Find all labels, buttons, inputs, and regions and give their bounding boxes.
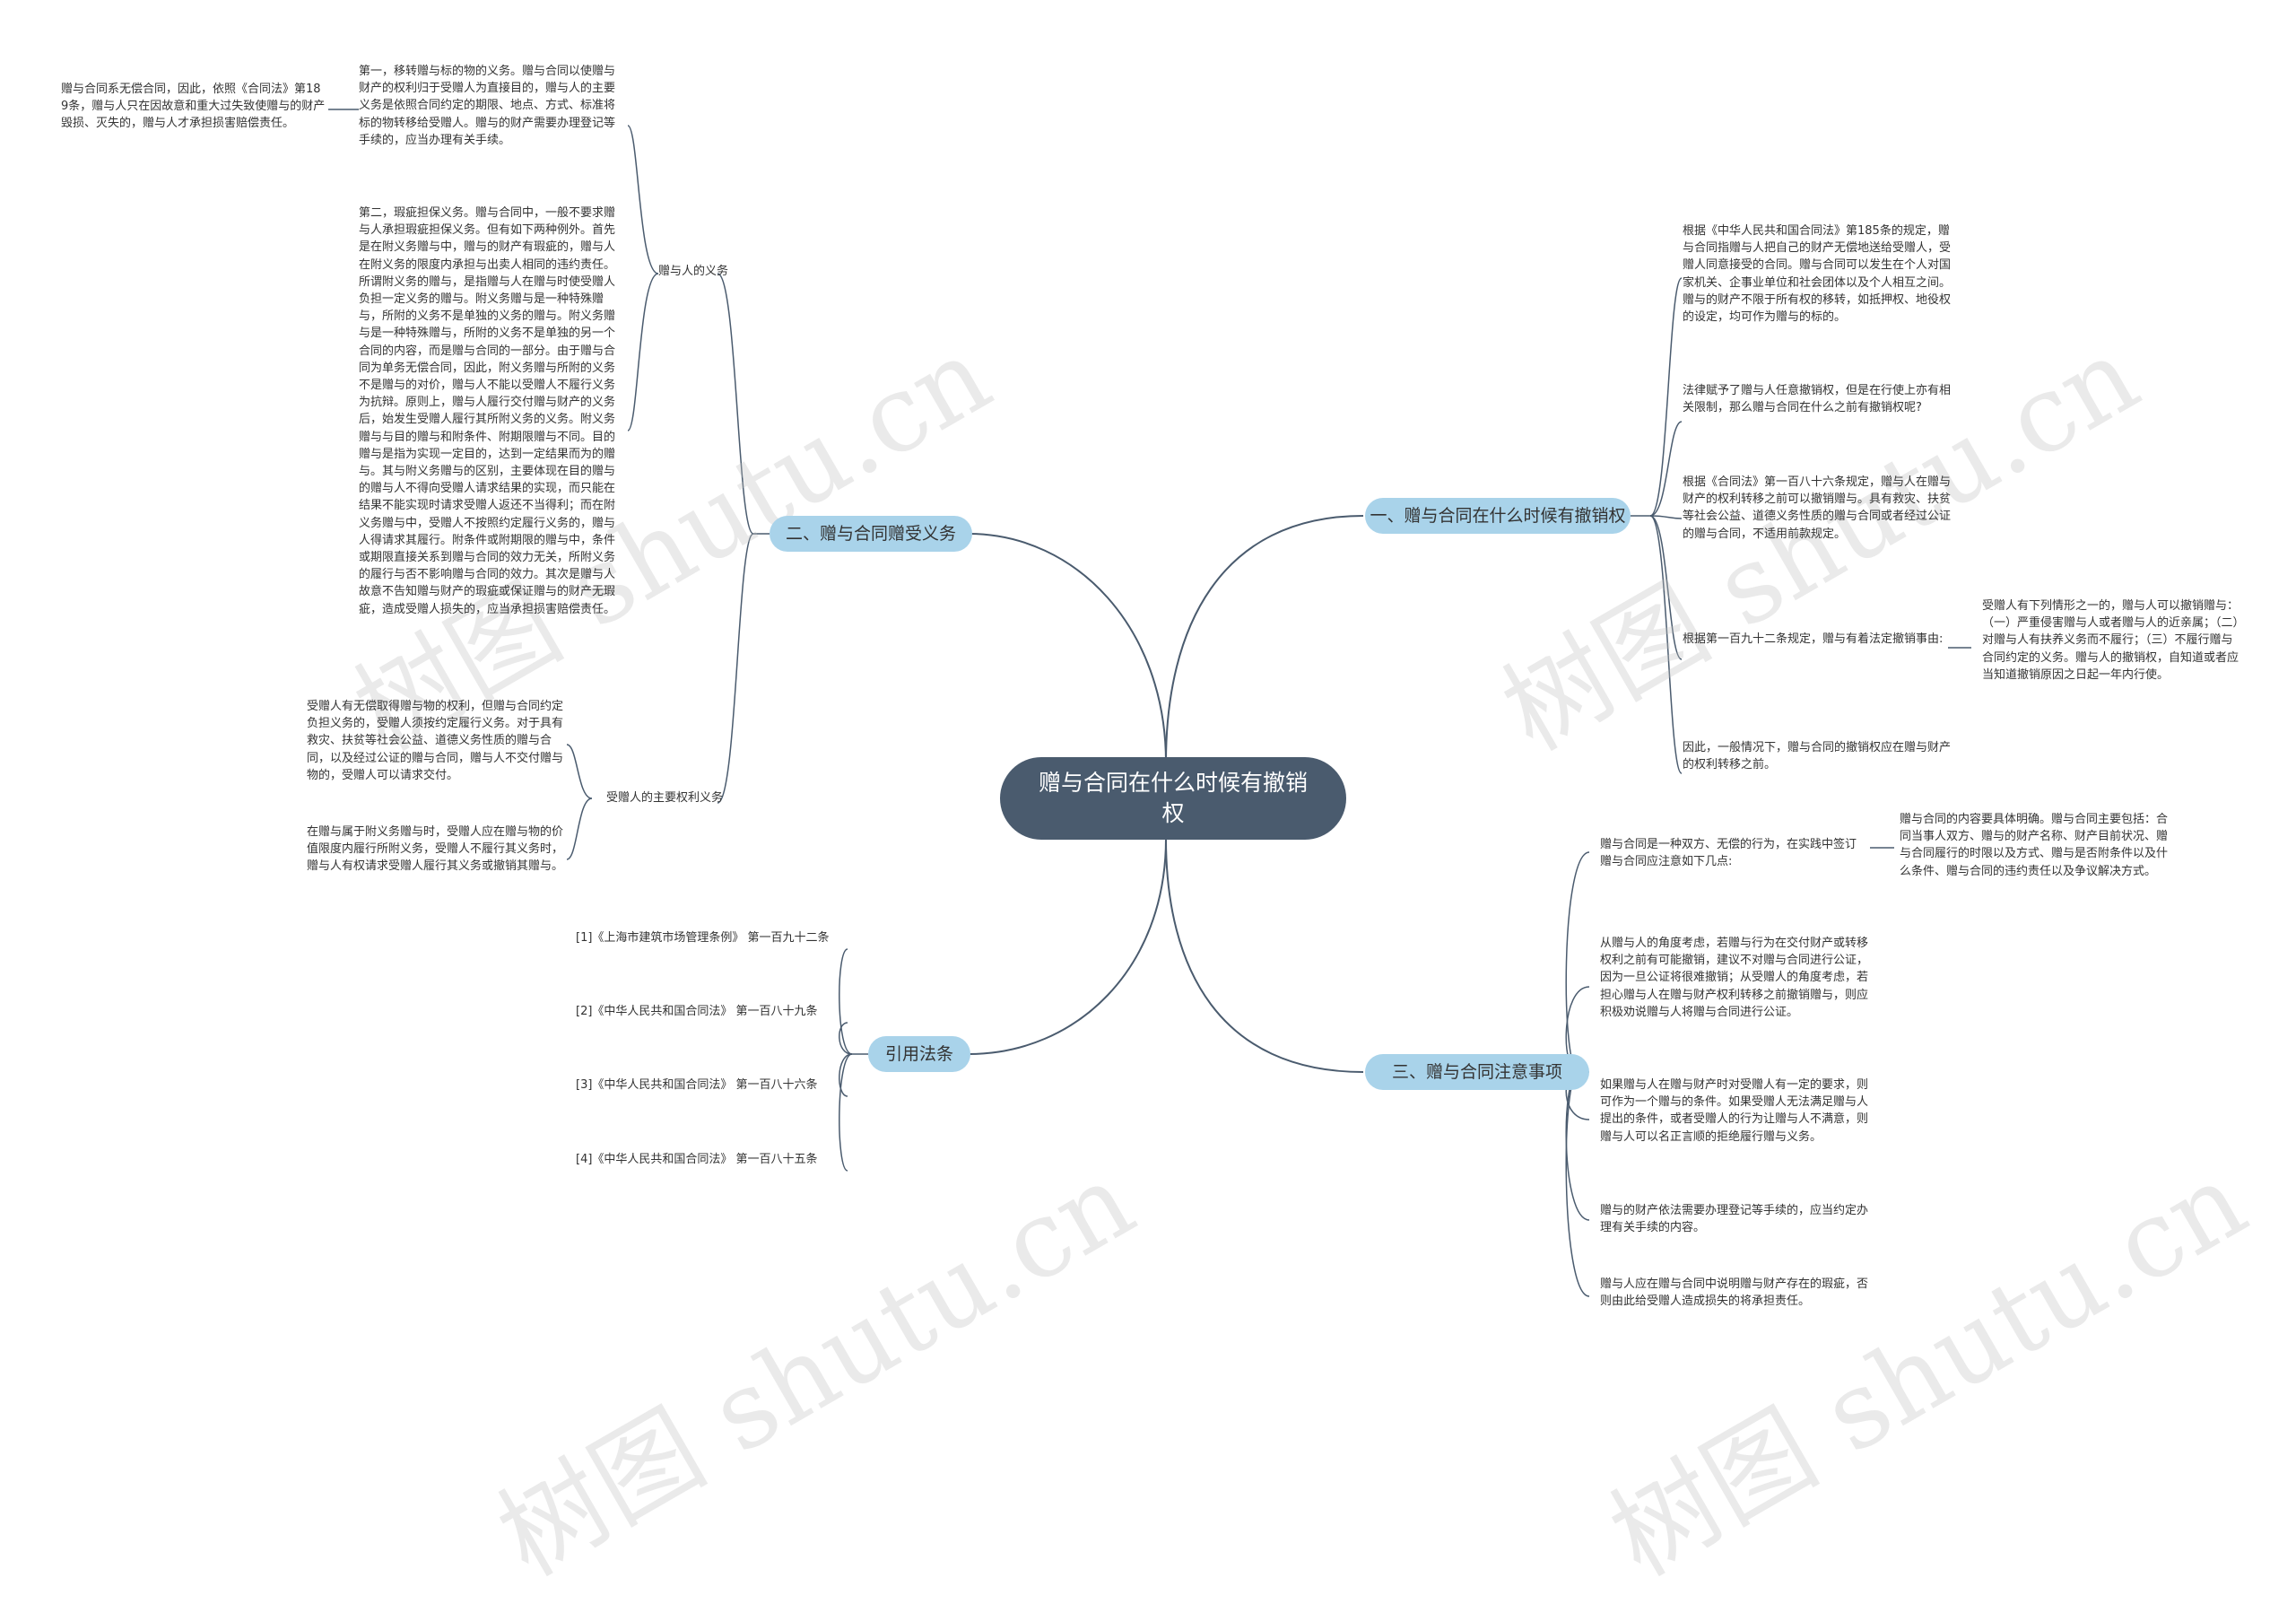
connector-lines	[328, 109, 1971, 1297]
law-ref-3[interactable]: [3]《中华人民共和国合同法》 第一百八十六条	[576, 1078, 818, 1092]
donee-right-item-2: 在赠与属于附义务赠与时，受赠人应在赠与物的价值限度内履行所附义务，受赠人不履行其…	[307, 825, 564, 874]
b1-item-question: 法律赋予了赠与人任意撤销权，但是在行使上亦有相关限制，那么赠与合同在什么之前有撤…	[1683, 384, 1952, 415]
b3-item-intro: 赠与合同是一种双方、无偿的行为，在实践中签订赠与合同应注意如下几点:	[1600, 838, 1857, 869]
b3-item-defect: 赠与人应在赠与合同中说明赠与财产存在的瑕疵，否则由此给受赠人造成损失的将承担责任…	[1600, 1277, 1869, 1309]
root-label: 赠与合同在什么时候有撤销权	[1038, 770, 1308, 826]
link-root-b1	[1165, 515, 1364, 763]
link-root-b3	[1165, 838, 1364, 1073]
law-ref-1[interactable]: [1]《上海市建筑市场管理条例》 第一百九十二条	[576, 931, 830, 945]
donor-duty-warranty: 第二，瑕疵担保义务。赠与合同中，一般不要求赠与人承担瑕疵担保义务。但有如下两种例…	[359, 206, 616, 616]
donor-duty-extra: 赠与合同系无偿合同，因此，依照《合同法》第189条，赠与人只在因故意和重大过失致…	[61, 83, 326, 131]
branch-obligations[interactable]: 二、赠与合同赠受义务	[770, 516, 972, 552]
donee-right-label[interactable]: 受赠人的主要权利义务	[606, 791, 724, 805]
link-root-b4	[968, 838, 1167, 1055]
b1-item-article-192: 根据第一百九十二条规定，赠与有着法定撤销事由:	[1683, 632, 1944, 646]
b3-item-registration: 赠与的财产依法需要办理登记等手续的，应当约定办理有关手续的内容。	[1600, 1204, 1869, 1235]
b1-item-conclusion: 因此，一般情况下，赠与合同的撤销权应在赠与财产的权利转移之前。	[1683, 741, 1952, 772]
b1-item-definition: 根据《中华人民共和国合同法》第185条的规定，赠与合同指赠与人把自己的财产无偿地…	[1683, 224, 1952, 325]
donee-right-item-1: 受赠人有无偿取得赠与物的权利，但赠与合同约定负担义务的，受赠人须按约定履行义务。…	[307, 700, 564, 782]
branch-notes[interactable]: 三、赠与合同注意事项	[1365, 1054, 1589, 1090]
b3-item-condition: 如果赠与人在赠与财产时对受赠人有一定的要求，则可作为一个赠与的条件。如果受赠人无…	[1600, 1078, 1869, 1144]
b3-item-notarization: 从赠与人的角度考虑，若赠与行为在交付财产或转移权利之前有可能撤销，建议不对赠与合…	[1600, 937, 1869, 1019]
b1-item-article-186: 根据《合同法》第一百八十六条规定，赠与人在赠与财产的权利转移之前可以撤销赠与。具…	[1683, 475, 1952, 541]
link-root-b2	[968, 533, 1167, 763]
b3-extra-content: 赠与合同的内容要具体明确。赠与合同主要包括：合同当事人双方、赠与的财产名称、财产…	[1900, 813, 2169, 878]
donor-duty-label[interactable]: 赠与人的义务	[658, 265, 729, 278]
branch-revocation-timing[interactable]: 一、赠与合同在什么时候有撤销权	[1365, 498, 1631, 534]
root-topic[interactable]: 赠与合同在什么时候有撤销权	[1000, 757, 1346, 840]
law-ref-4[interactable]: [4]《中华人民共和国合同法》 第一百八十五条	[576, 1153, 818, 1166]
law-ref-2[interactable]: [2]《中华人民共和国合同法》 第一百八十九条	[576, 1005, 818, 1018]
donor-duty-transfer: 第一，移转赠与标的物的义务。赠与合同以使赠与财产的权利归于受赠人为直接目的，赠与…	[359, 65, 616, 147]
branch-cited-laws[interactable]: 引用法条	[868, 1036, 970, 1072]
b1-extra-revocation-cases: 受赠人有下列情形之一的，赠与人可以撤销赠与：（一）严重侵害赠与人或者赠与人的近亲…	[1982, 599, 2239, 682]
